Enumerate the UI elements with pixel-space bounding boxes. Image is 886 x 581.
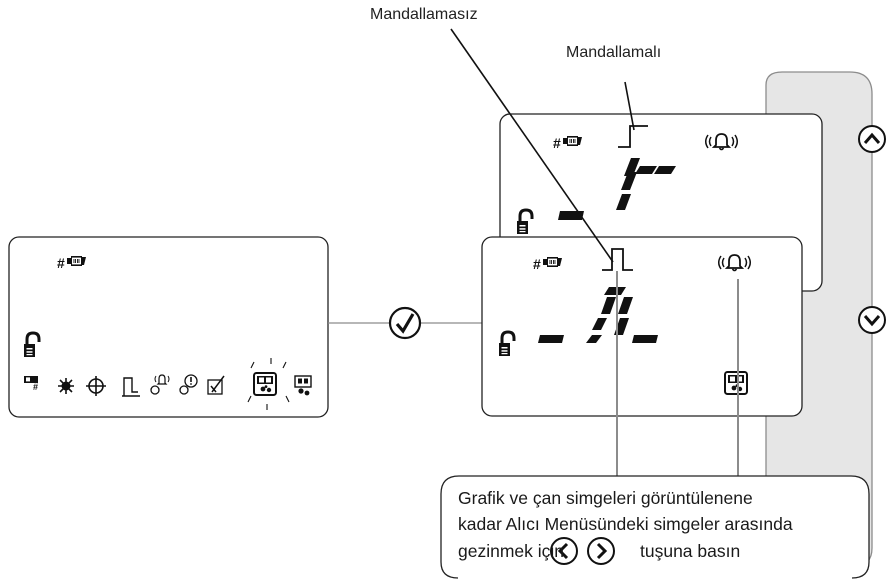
chevron-right-icon[interactable]	[587, 537, 615, 565]
receiver-menu-icon-selected	[253, 372, 277, 396]
receiver-menu-icon	[724, 371, 748, 395]
gate-icon	[122, 377, 140, 397]
display-pulse: #	[481, 236, 803, 417]
svg-text:#: #	[33, 382, 38, 392]
callout-text-line1: Grafik ve çan simgeleri görüntülenene	[458, 488, 753, 508]
svg-text:#: #	[57, 255, 65, 271]
callout-text-line3-prefix: gezinmek için	[458, 541, 565, 561]
chevron-up-icon[interactable]	[858, 125, 886, 153]
checkmark-icon[interactable]	[388, 306, 422, 340]
label-mandallamasiz: Mandallamasız	[370, 6, 478, 23]
sun-icon	[58, 378, 74, 394]
chevron-down-icon[interactable]	[858, 306, 886, 334]
callout-text-line2: kadar Alıcı Menüsündeki simgeler arasınd…	[458, 514, 793, 534]
leader-mandallamasiz	[450, 28, 614, 263]
selection-blink-marks	[247, 358, 290, 410]
bell-timer-icon	[150, 374, 170, 395]
callout-box	[440, 475, 870, 579]
edit-icon	[207, 375, 225, 395]
display-menu: # #	[8, 236, 329, 418]
chevron-left-icon[interactable]	[550, 537, 578, 565]
leader-mandallamali	[624, 81, 635, 131]
menu-camera-icon: #	[24, 376, 38, 392]
label-mandallamali: Mandallamalı	[566, 44, 662, 61]
svg-text:#: #	[533, 256, 541, 272]
svg-text:#: #	[553, 135, 561, 151]
alert-timer-icon	[179, 374, 198, 395]
callout-text-line3-suffix: tuşuna basın	[640, 541, 741, 561]
target-icon	[86, 376, 106, 396]
receiver-menu-icon	[294, 375, 312, 396]
